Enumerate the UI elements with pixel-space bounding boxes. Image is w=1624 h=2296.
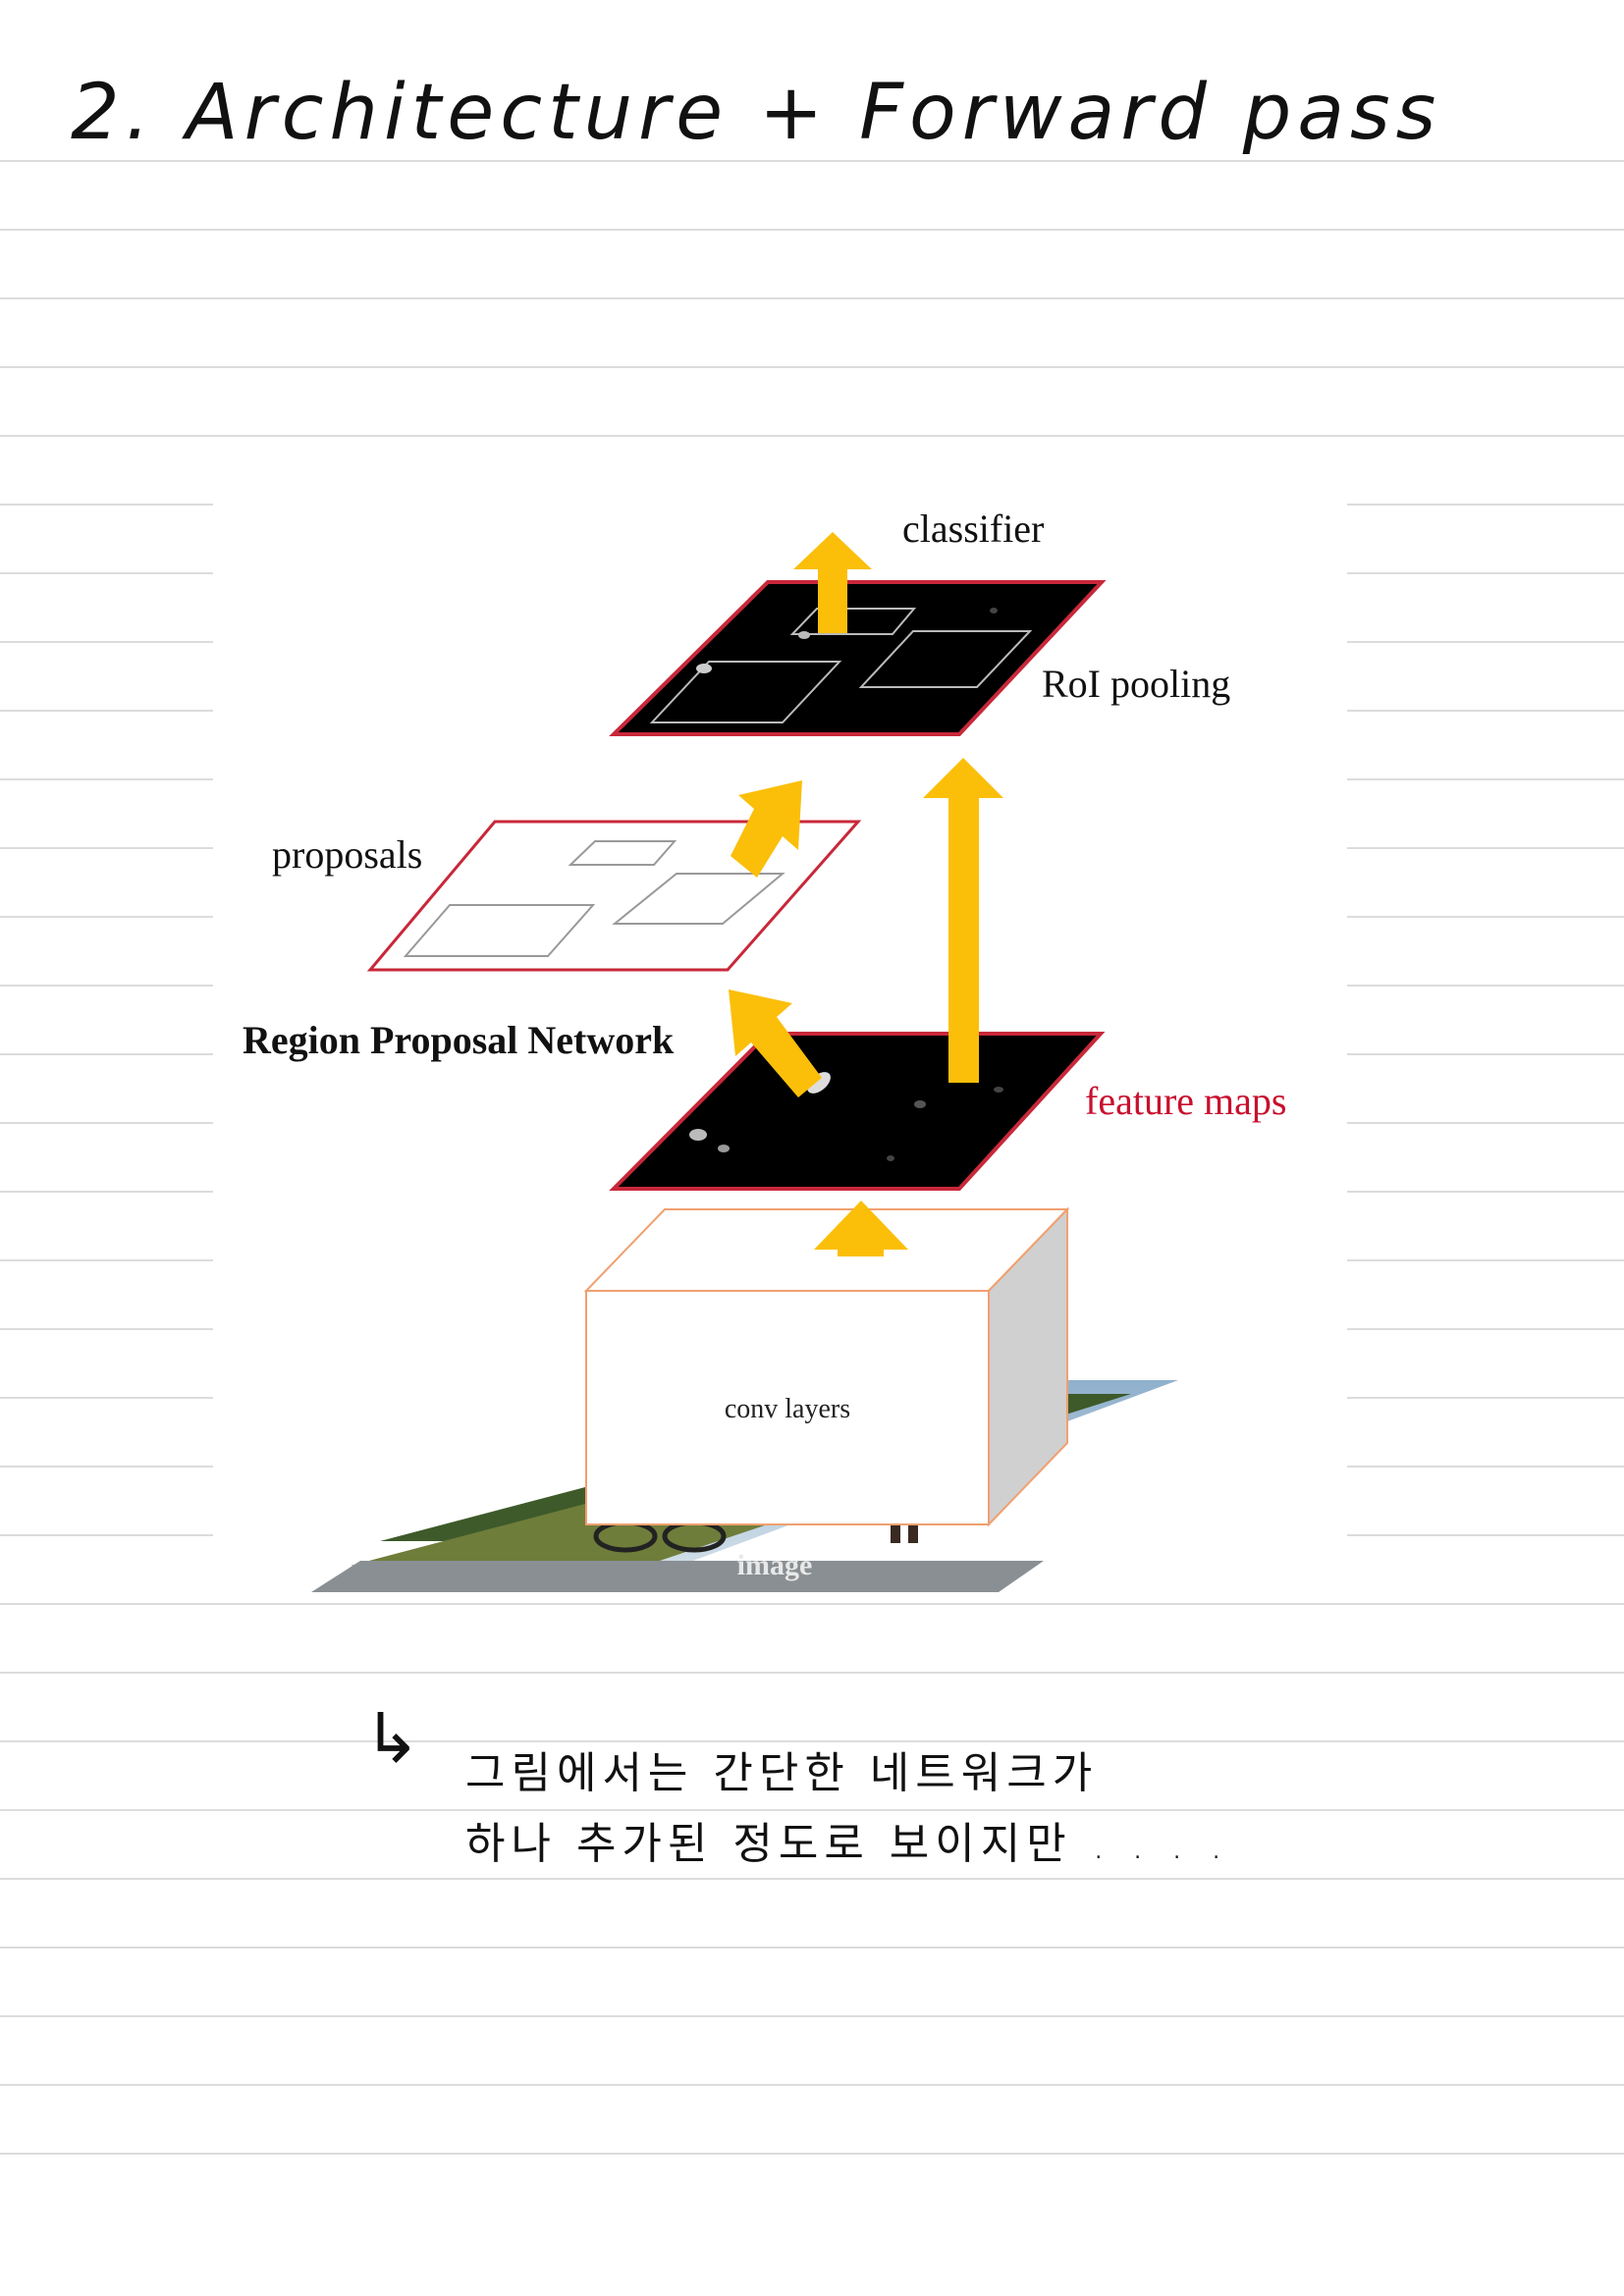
ruled-line bbox=[0, 1947, 1624, 1949]
proposals-plane bbox=[370, 822, 858, 970]
activation-blob bbox=[887, 1155, 894, 1161]
conv-layers-block: conv layers bbox=[586, 1209, 1067, 1524]
architecture-diagram: image conv layers feature maps Regi bbox=[213, 501, 1347, 1602]
page-title: 2. Architecture + Forward pass bbox=[71, 69, 1441, 157]
ruled-line bbox=[0, 160, 1624, 162]
conv-layers-label: conv layers bbox=[725, 1394, 850, 1424]
ruled-line bbox=[0, 229, 1624, 231]
feature-maps-plane bbox=[614, 1034, 1101, 1189]
feature-maps-label: feature maps bbox=[1085, 1079, 1286, 1123]
ruled-line bbox=[0, 435, 1624, 437]
image-label: image bbox=[737, 1549, 813, 1581]
conv-box-top bbox=[586, 1209, 1067, 1291]
arrow-conv-to-feature-shaft bbox=[841, 1247, 881, 1255]
faster-rcnn-figure: image conv layers feature maps Regi bbox=[213, 501, 1347, 1602]
ruled-line bbox=[0, 1603, 1624, 1605]
ruled-line bbox=[0, 2015, 1624, 2017]
image-road bbox=[311, 1561, 1044, 1592]
ruled-line bbox=[0, 366, 1624, 368]
activation-blob bbox=[798, 631, 810, 639]
activation-blob bbox=[994, 1087, 1003, 1093]
classifier-label: classifier bbox=[902, 507, 1044, 551]
roi-map bbox=[614, 582, 1102, 734]
feature-map bbox=[614, 1034, 1101, 1189]
activation-blob bbox=[718, 1145, 730, 1152]
ruled-line bbox=[0, 2153, 1624, 2155]
ruled-line bbox=[0, 1878, 1624, 1880]
proposals-label: proposals bbox=[272, 832, 422, 877]
ruled-line bbox=[0, 297, 1624, 299]
ruled-line bbox=[0, 1672, 1624, 1674]
note-line-2: 하나 추가된 정도로 보이지만 . . . . bbox=[465, 1808, 1229, 1871]
rpn-label: Region Proposal Network bbox=[243, 1018, 675, 1062]
roi-pooling-label: RoI pooling bbox=[1042, 662, 1230, 706]
roi-pooling-plane bbox=[614, 582, 1102, 734]
activation-blob bbox=[689, 1129, 707, 1141]
note-arrow-icon: ↳ bbox=[363, 1698, 421, 1779]
activation-blob bbox=[914, 1100, 926, 1108]
ruled-line bbox=[0, 2084, 1624, 2086]
note-line-1: 그림에서는 간단한 네트워크가 bbox=[465, 1737, 1098, 1800]
activation-blob bbox=[990, 608, 998, 614]
activation-blob bbox=[696, 664, 712, 673]
proposals-map bbox=[370, 822, 858, 970]
